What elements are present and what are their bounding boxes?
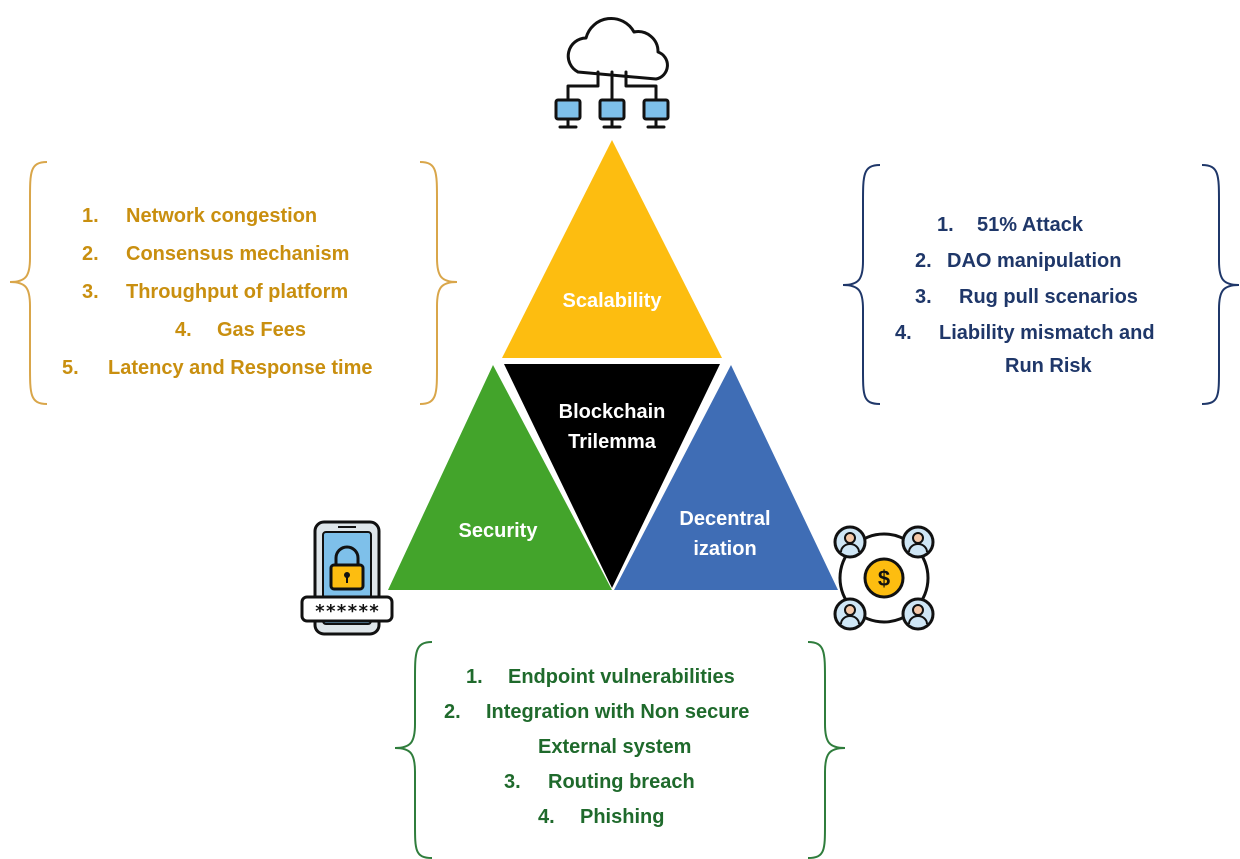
list-item: 2. Consensus mechanism — [40, 235, 435, 273]
phone-lock-password-icon — [300, 520, 394, 636]
list-item-number: 3. — [82, 281, 99, 303]
list-item-number: 3. — [915, 286, 932, 308]
users-money-network-icon — [833, 525, 935, 631]
decentralization-label-line2: ization — [693, 538, 756, 560]
list-item-text: Consensus mechanism — [126, 243, 350, 265]
list-item: 4. Gas Fees — [40, 311, 435, 349]
list-item: 1. Endpoint vulnerabilities — [432, 660, 812, 695]
list-item: 4. Phishing — [432, 800, 812, 835]
list-item-text: Rug pull scenarios — [959, 286, 1138, 308]
list-item-number: 5. — [62, 357, 79, 379]
center-label-line1: Blockchain — [559, 401, 666, 423]
list-item-text: Latency and Response time — [108, 357, 373, 379]
list-item-number: 3. — [504, 771, 521, 793]
security-triangle — [388, 365, 612, 590]
list-item: 5. Latency and Response time — [40, 349, 435, 387]
list-item: 2. Integration with Non secure — [432, 695, 812, 730]
list-item-text: Integration with Non secure — [486, 701, 750, 723]
list-item-continuation: Run Risk — [885, 351, 1205, 381]
decentralization-issues-list: 1. 51% Attack 2. DAO manipulation 3. Rug pu… — [885, 207, 1205, 381]
list-item-continuation: External system — [432, 730, 812, 765]
list-item-number: 4. — [175, 319, 192, 341]
list-item-text: Routing breach — [548, 771, 695, 793]
list-item: 4. Liability mismatch and — [885, 315, 1205, 351]
list-item-number: 4. — [538, 806, 555, 828]
cloud-network-icon — [554, 16, 670, 129]
list-item-text: DAO manipulation — [947, 250, 1122, 272]
list-item-text: Throughput of platform — [126, 281, 349, 303]
decentralization-label-line1: Decentral — [679, 508, 770, 530]
list-item-text: Endpoint vulnerabilities — [508, 666, 735, 688]
list-item-number: 1. — [466, 666, 483, 688]
list-item-text: Run Risk — [1005, 355, 1092, 377]
list-item: 3. Rug pull scenarios — [885, 279, 1205, 315]
list-item-number: 1. — [937, 214, 954, 236]
security-brace — [394, 641, 846, 859]
list-item: 3. Throughput of platform — [40, 273, 435, 311]
password-mask: ****** — [314, 601, 379, 622]
center-label-line2: Trilemma — [568, 431, 657, 453]
center-triangle — [504, 364, 720, 588]
list-item-text: Network congestion — [126, 205, 318, 227]
list-item-number: 2. — [82, 243, 99, 265]
scalability-triangle — [502, 140, 722, 358]
list-item-text: Gas Fees — [217, 319, 306, 341]
list-item-text: Phishing — [580, 806, 665, 828]
decentralization-brace — [842, 164, 1240, 405]
list-item-number: 2. — [915, 250, 932, 272]
list-item-text: 51% Attack — [977, 214, 1083, 236]
list-item-text: Liability mismatch and — [939, 322, 1155, 344]
security-label: Security — [459, 520, 539, 542]
dollar-sign-icon: $ — [878, 566, 890, 591]
list-item-number: 2. — [444, 701, 461, 723]
scalability-issues-list: 1. Network congestion 2. Consensus mechani… — [40, 197, 435, 387]
list-item-number: 1. — [82, 205, 99, 227]
list-item: 1. Network congestion — [40, 197, 435, 235]
scalability-brace — [9, 161, 458, 405]
decentralization-triangle — [614, 365, 838, 590]
list-item-text: External system — [538, 736, 692, 758]
list-item: 3. Routing breach — [432, 765, 812, 800]
security-issues-list: 1. Endpoint vulnerabilities 2. Integration… — [432, 660, 812, 835]
list-item-number: 4. — [895, 322, 912, 344]
list-item: 1. 51% Attack — [885, 207, 1205, 243]
scalability-label: Scalability — [563, 290, 663, 312]
list-item: 2. DAO manipulation — [885, 243, 1205, 279]
